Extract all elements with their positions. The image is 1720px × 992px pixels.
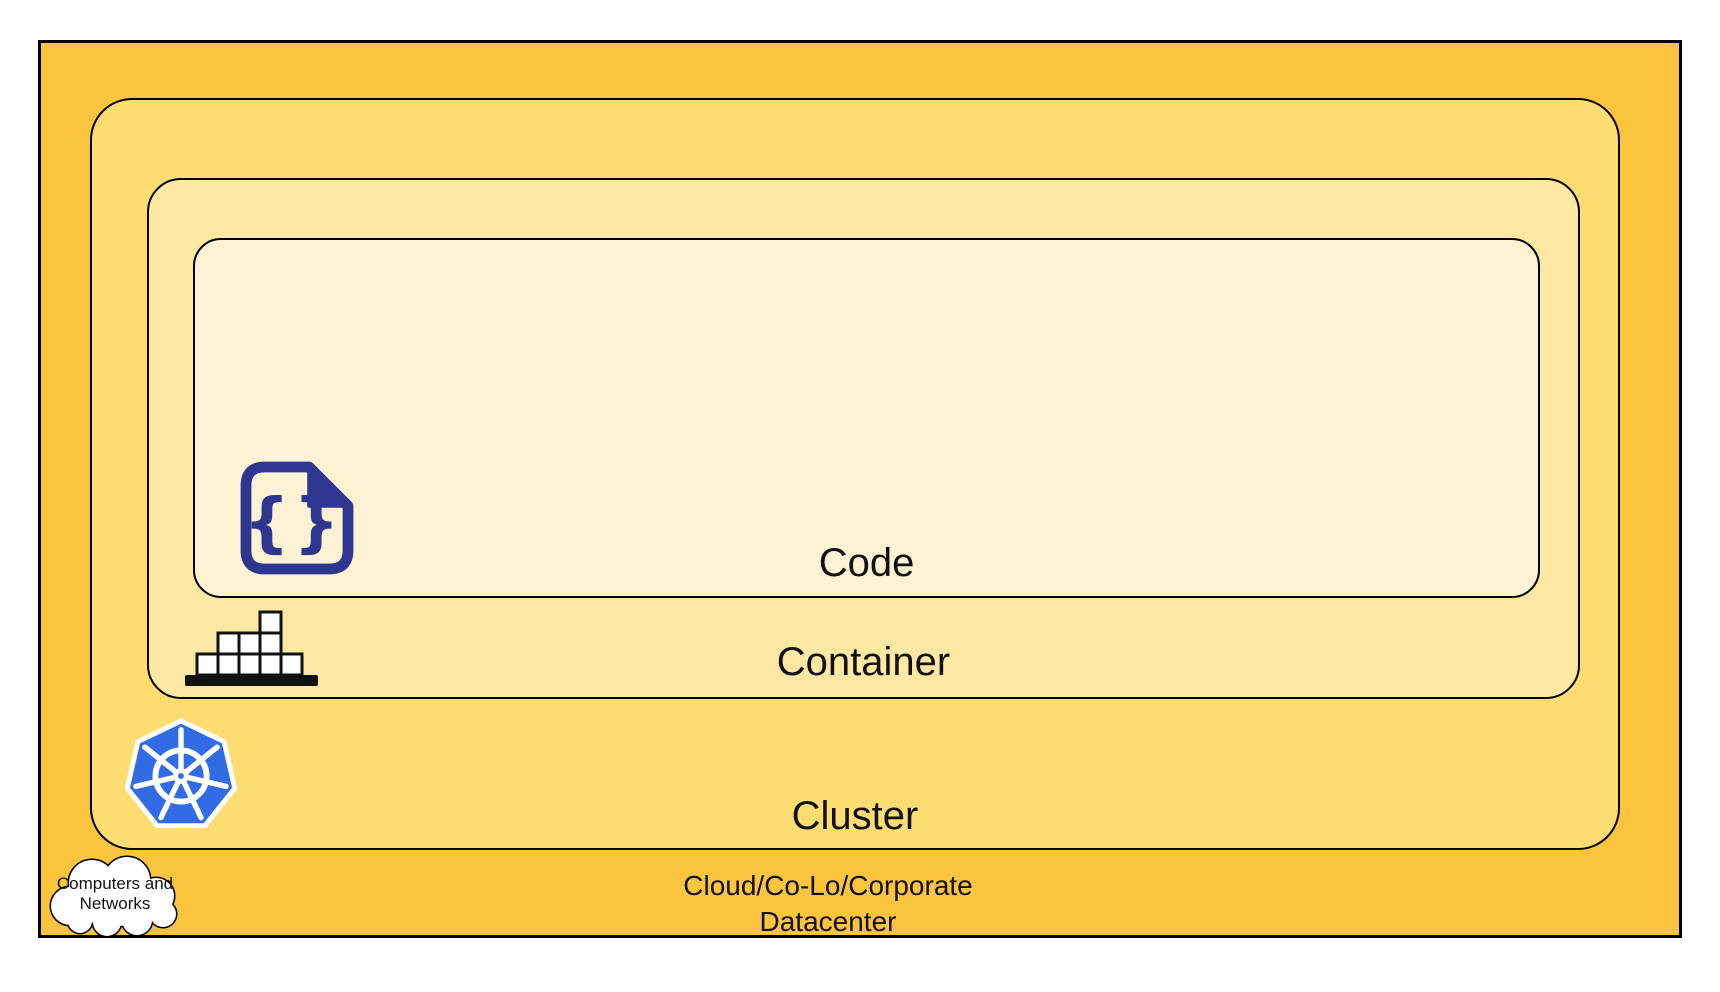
container-layer-box: {} Code	[147, 178, 1580, 699]
cloud-label-line1: Computers and	[57, 874, 173, 893]
datacenter-label-line2: Datacenter	[759, 906, 897, 937]
cloud-fill	[51, 857, 176, 936]
base-bar	[185, 675, 318, 686]
block	[258, 610, 283, 635]
code-layer-box: {} Code	[193, 238, 1540, 598]
container-blocks-icon	[185, 610, 318, 686]
wheel-ring	[152, 747, 210, 805]
document-outline	[240, 461, 354, 575]
code-layer-label: Code	[818, 541, 915, 585]
folded-corner	[307, 465, 350, 508]
datacenter-layer-label: Cloud/Co-Lo/Corporate Datacenter	[41, 868, 1615, 940]
wheel-hub-center	[178, 773, 184, 779]
container-layer-label: Container	[776, 640, 951, 684]
cloud-label-line2: Networks	[80, 894, 151, 913]
datacenter-label-line1: Cloud/Co-Lo/Corporate	[683, 870, 973, 901]
computers-and-networks-cloud-icon: Computers and Networks	[49, 855, 178, 938]
cluster-layer-label: Cluster	[791, 794, 919, 838]
kubernetes-icon	[124, 718, 238, 829]
braces-glyph: {}	[244, 485, 343, 560]
datacenter-layer-box: {} Code	[38, 40, 1682, 938]
cluster-layer-box: {} Code	[90, 98, 1620, 850]
code-file-icon: {}	[240, 461, 354, 575]
